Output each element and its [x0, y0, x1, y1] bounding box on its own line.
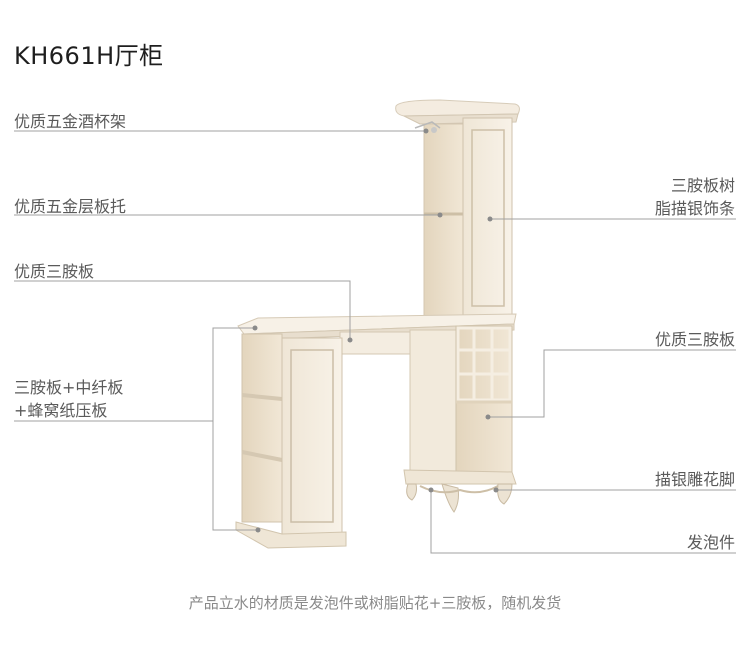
footer-note: 产品立水的材质是发泡件或树脂贴花+三胺板，随机发货	[188, 594, 562, 612]
leader-dots	[252, 128, 499, 533]
desk-body	[235, 313, 517, 549]
upper-tower	[395, 99, 520, 317]
leader-lines	[14, 130, 736, 554]
page-title: KH661H厅柜	[14, 42, 164, 70]
label-panel-line1: 三胺板+中纤板	[14, 378, 124, 397]
label-foam: 发泡件	[686, 533, 735, 552]
label-resin-line1: 三胺板树	[670, 176, 735, 195]
label-board-right: 优质三胺板	[654, 330, 735, 349]
label-board-left: 优质三胺板	[14, 262, 95, 281]
label-shelf-support: 优质五金层板托	[14, 197, 127, 216]
label-panel-line2: +蜂窝纸压板	[14, 401, 108, 420]
label-wine-rack: 优质五金酒杯架	[14, 112, 127, 131]
label-resin-line2: 脂描银饰条	[654, 199, 735, 218]
label-carved-leg: 描银雕花脚	[654, 470, 735, 489]
